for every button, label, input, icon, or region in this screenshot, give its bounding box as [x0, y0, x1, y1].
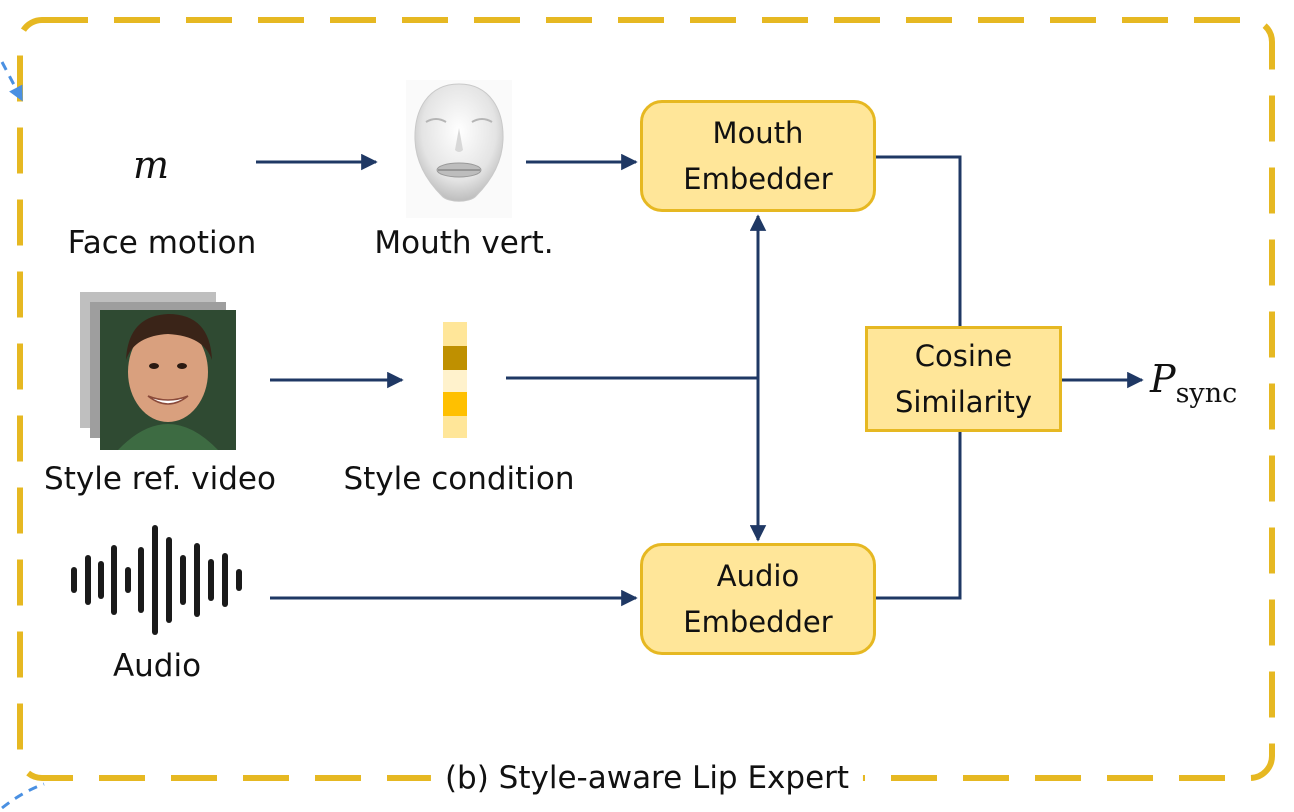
style-ref-video-label: Style ref. video: [44, 461, 276, 497]
output-p-sync: Psync: [1150, 357, 1237, 407]
output-subscript: sync: [1175, 378, 1238, 409]
face-mesh-icon: [406, 80, 512, 218]
mouth-embedder-line1: Mouth: [712, 115, 804, 150]
style-vector-icon: [443, 322, 467, 438]
audio-embedder-block: Audio Embedder: [640, 543, 876, 655]
face-photo-stack-icon: [80, 292, 236, 450]
arrows: [256, 153, 1144, 607]
diagram-caption: (b) Style-aware Lip Expert: [430, 760, 864, 798]
audio-embedder-line1: Audio: [716, 558, 800, 593]
mouth-vert-label: Mouth vert.: [374, 225, 554, 261]
waveform-icon: [71, 525, 242, 635]
style-condition-label: Style condition: [343, 461, 575, 497]
face-motion-label: Face motion: [67, 225, 257, 261]
incoming-connector-top: [0, 61, 24, 102]
line-audio-to-cosine: [876, 432, 962, 600]
output-symbol: P: [1150, 357, 1176, 401]
cosine-line1: Cosine: [914, 338, 1013, 373]
cosine-similarity-block: Cosine Similarity: [865, 326, 1062, 432]
incoming-connector-bottom: [1, 782, 45, 810]
line-mouth-to-cosine: [876, 155, 962, 326]
mouth-embedder-block: Mouth Embedder: [640, 100, 876, 212]
motion-symbol: m: [133, 143, 170, 187]
cosine-line2: Similarity: [894, 385, 1033, 419]
audio-label: Audio: [112, 648, 202, 684]
mouth-embedder-line2: Embedder: [683, 162, 833, 196]
audio-embedder-line2: Embedder: [683, 605, 833, 639]
